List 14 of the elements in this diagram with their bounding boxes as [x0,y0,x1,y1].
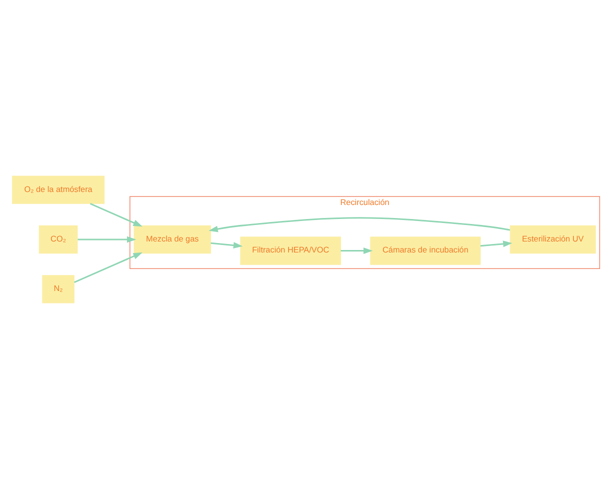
node-box: Filtración HEPA/VOC [240,236,340,264]
node-box: Cámaras de incubación [370,236,480,264]
arrow [210,242,242,248]
node-box: CO₂ [38,224,78,254]
node-box: N₂ [42,274,74,303]
node-box: O₂ de la atmósfera [11,175,104,204]
arrow [340,247,372,254]
node-box: Esterilización UV [509,224,596,254]
arrow [77,236,136,242]
arrow [208,216,510,232]
arrow [73,252,142,283]
node-box: Mezcla de gas [133,224,211,254]
arrow [89,202,142,226]
arrow [480,240,512,247]
